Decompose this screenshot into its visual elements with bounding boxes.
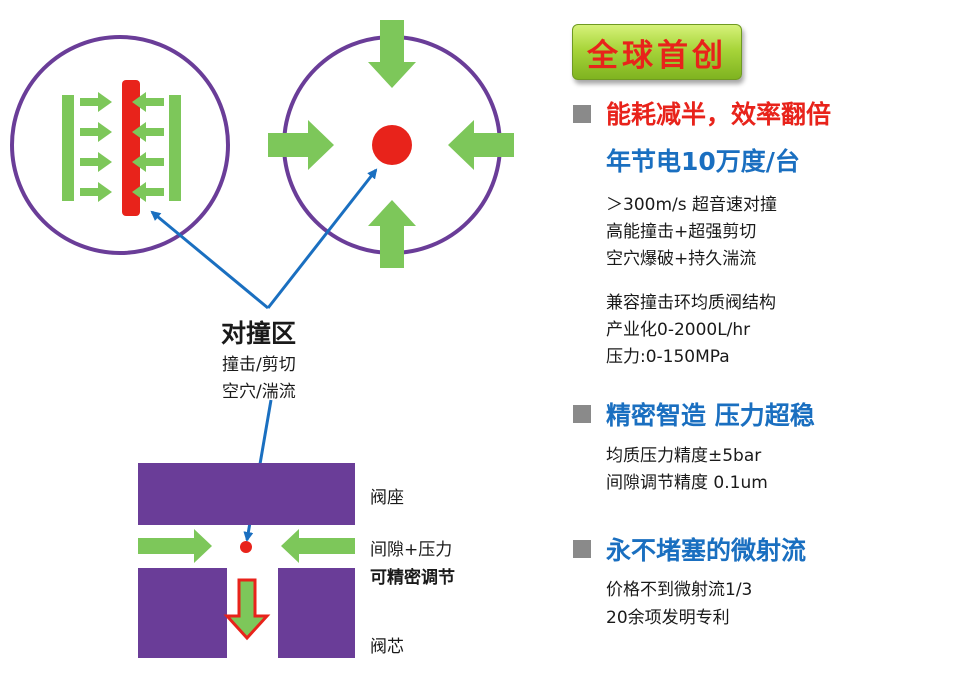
sec2-line-1: 均质压力精度±5bar <box>606 446 762 466</box>
bullet-square-3 <box>573 540 591 558</box>
right-flow-arrows <box>132 92 164 202</box>
right-green-bar <box>169 95 181 201</box>
no-clog-heading: 永不堵塞的微射流 <box>606 536 807 565</box>
sec1-line-5: 产业化0-2000L/hr <box>606 320 751 340</box>
gap-pressure-label: 间隙+压力 <box>370 540 453 560</box>
sec3-line-1: 价格不到微射流1/3 <box>606 580 753 600</box>
collision-zone-title: 对撞区 <box>221 319 297 348</box>
energy-efficiency-heading: 能耗减半，效率翻倍 <box>606 100 832 129</box>
gap-collision-point <box>240 541 252 553</box>
sec1-line-4: 兼容撞击环均质阀结构 <box>606 293 776 313</box>
world-first-badge: 全球首创 <box>572 24 742 80</box>
left-flow-arrows <box>80 92 112 202</box>
sec1-line-3: 空穴爆破+持久湍流 <box>606 249 757 269</box>
red-collision-point <box>372 125 412 165</box>
collision-zone-line1: 撞击/剪切 <box>222 355 296 375</box>
valve-section <box>138 463 355 658</box>
bullet-square-1 <box>573 105 591 123</box>
valve-core-label: 阀芯 <box>370 637 404 657</box>
precise-adjust-label: 可精密调节 <box>370 568 455 588</box>
sec1-line-1: ＞300m/s 超音速对撞 <box>606 195 777 215</box>
radial-collision-circle <box>268 20 514 268</box>
sec3-line-2: 20余项发明专利 <box>606 608 730 628</box>
left-green-bar <box>62 95 74 201</box>
sec1-line-6: 压力:0-150MPa <box>606 347 730 367</box>
sec2-line-2: 间隙调节精度 0.1um <box>606 473 768 493</box>
red-collision-bar <box>122 80 140 216</box>
badge-text: 全球首创 <box>587 37 727 74</box>
valve-seat-block <box>138 463 355 525</box>
radial-flow-arrows <box>268 20 514 268</box>
precision-heading: 精密智造 压力超稳 <box>606 401 815 430</box>
sec1-line-2: 高能撞击+超强剪切 <box>606 222 757 242</box>
collision-zone-line2: 空穴/湍流 <box>222 382 296 402</box>
valve-core-right-block <box>278 568 355 658</box>
valve-seat-label: 阀座 <box>370 488 404 508</box>
bullet-square-2 <box>573 405 591 423</box>
outflow-arrow <box>223 578 271 641</box>
power-saving-subheading: 年节电10万度/台 <box>606 147 800 176</box>
gap-inflow-arrow-right <box>281 529 355 563</box>
valve-core-left-block <box>138 568 227 658</box>
gap-inflow-arrow-left <box>138 529 212 563</box>
opposed-collision-circle <box>10 35 230 255</box>
